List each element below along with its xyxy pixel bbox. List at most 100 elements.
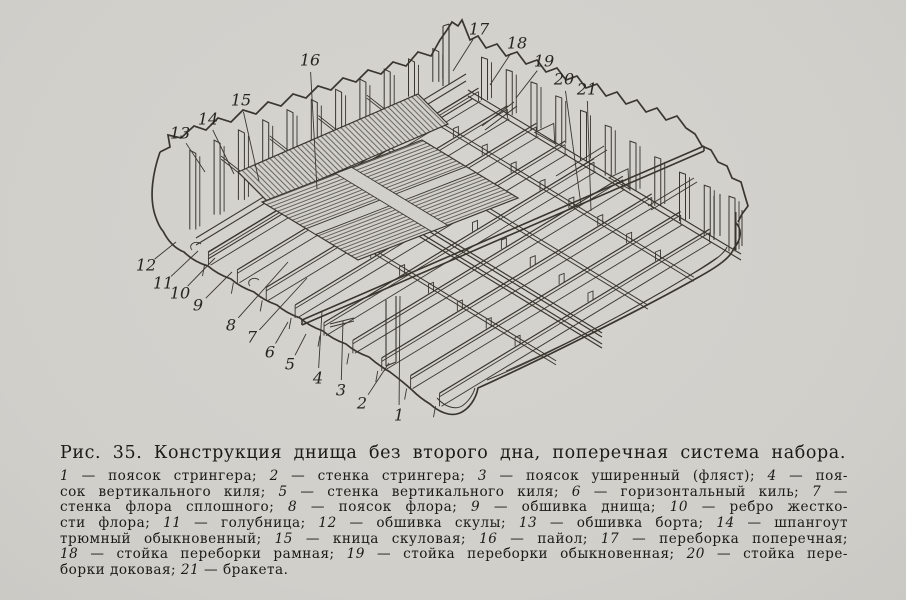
- legend-item-number: 2: [269, 469, 279, 484]
- callout-leader: [310, 71, 318, 190]
- legend-line: сок вертикального киля; 5 — стенка верти…: [60, 485, 848, 501]
- legend-item-text: — шпангоут: [734, 516, 848, 532]
- legend-item-text: —: [821, 484, 848, 500]
- callout-leader: [205, 271, 233, 299]
- payol-group: [236, 93, 520, 261]
- hull-shell-group: [151, 151, 741, 416]
- legend-item-number: 12: [318, 516, 337, 532]
- legend-item-text: — стойка переборки обыкновенная;: [364, 547, 687, 563]
- legend-item-number: 11: [163, 516, 182, 532]
- callout-number: 5: [285, 355, 295, 374]
- legend-item-number: 16: [479, 531, 498, 547]
- legend-item-text: — горизонтальный киль;: [580, 484, 812, 500]
- callout-leader: [565, 90, 582, 206]
- legend-line: 1 — поясок стрингера; 2 — стенка стринге…: [60, 469, 848, 485]
- legend-item-text: — поясок стрингера;: [69, 469, 270, 484]
- legend-item-text: — переборка поперечная;: [619, 531, 848, 547]
- flat-strip-edge: [329, 317, 355, 328]
- callout-number: 11: [153, 274, 173, 293]
- legend-item-number: 5: [278, 484, 288, 500]
- legend-item-text: — бракета.: [199, 563, 289, 579]
- legend-item-number: 19: [346, 547, 365, 563]
- shell-seam: [505, 256, 719, 372]
- diagonal-flange-beam: [301, 145, 705, 326]
- figure-legend: 1 — поясок стрингера; 2 — стенка стринге…: [60, 469, 848, 579]
- callout-number: 10: [170, 284, 190, 303]
- legend-item-number: 14: [716, 516, 735, 532]
- callout-leader: [294, 333, 307, 356]
- legend-item-number: 18: [60, 547, 79, 563]
- transverse-bulkhead-group: [442, 23, 743, 261]
- callout-leader: [340, 320, 344, 381]
- hull-shell-outline: [162, 221, 741, 416]
- legend-item-text: — кница скуловая;: [292, 531, 480, 547]
- bulkhead-diagonal-braces: [481, 101, 698, 211]
- legend-item-text: — обшивка днища;: [480, 500, 670, 516]
- legend-item-number: 9: [471, 500, 481, 516]
- callout-number: 17: [469, 20, 490, 39]
- callout-number: 7: [247, 328, 258, 347]
- legend-line: трюмный обыкновенный; 15 — кница скулова…: [60, 532, 848, 548]
- callout-leader: [154, 241, 177, 260]
- callout-leader: [212, 129, 235, 175]
- callout-leader: [489, 52, 512, 86]
- bulkhead-stiffeners-group: [481, 56, 740, 252]
- callout-number: 19: [534, 52, 554, 71]
- callout-leader: [259, 277, 308, 331]
- callout-number: 4: [312, 369, 323, 388]
- bow-inner-curve: [436, 387, 476, 409]
- legend-item-text: — поясок уширенный (фляст);: [487, 469, 768, 484]
- legend-item-number: 3: [477, 469, 488, 484]
- callout-leader: [170, 250, 199, 277]
- legend-item-number: 1: [60, 469, 70, 484]
- legend-item-number: 10: [669, 500, 689, 516]
- callout-leader: [515, 70, 538, 99]
- side-shell-outline: [151, 151, 164, 232]
- legend-item-number: 8: [287, 500, 298, 516]
- shell-inner-edge: [486, 246, 728, 381]
- callout-number: 3: [336, 381, 346, 400]
- callout-number: 8: [226, 316, 236, 335]
- callout-leader: [237, 261, 289, 319]
- legend-line: стенка флора сплошного; 8 — поясок флора…: [60, 500, 848, 516]
- callout-number: 15: [231, 91, 251, 110]
- legend-item-number: 21: [180, 563, 200, 579]
- legend-item-text: — стойка пере-: [704, 547, 848, 563]
- callout-leader: [275, 321, 289, 344]
- callout-leader: [398, 295, 401, 406]
- callout-number: 20: [553, 70, 574, 89]
- callout-number: 2: [356, 394, 367, 413]
- torn-edges-group: [159, 18, 749, 223]
- corner-posts-right: [713, 194, 743, 250]
- legend-item-number: 20: [686, 547, 705, 563]
- callout-leader: [318, 310, 323, 369]
- legend-item-text: — голубница;: [181, 516, 319, 532]
- legend-item-number: 7: [812, 484, 822, 500]
- callout-number: 18: [507, 34, 527, 53]
- legend-item-number: 4: [767, 469, 777, 484]
- callout-number: 14: [198, 110, 218, 129]
- callout-leader: [185, 142, 206, 173]
- callout-number: 21: [576, 80, 597, 99]
- legend-item-number: 15: [274, 531, 293, 547]
- legend-line: борки доковая; 21 — бракета.: [60, 563, 848, 579]
- legend-item-number: 6: [571, 484, 581, 500]
- callout-leader: [187, 257, 216, 287]
- callout-leader: [586, 100, 592, 212]
- callout-leader: [242, 111, 260, 182]
- legend-line: сти флора; 11 — голубница; 12 — обшивка …: [60, 516, 848, 532]
- legend-item-text: стенка флора сплошного;: [60, 500, 288, 516]
- bulkhead-base-shelf: [467, 89, 742, 261]
- torn-edge-left: [159, 29, 448, 153]
- callout-leader: [452, 39, 474, 72]
- legend-item-text: трюмный обыкновенный;: [60, 531, 275, 547]
- legend-item-text: — обшивка борта;: [537, 516, 717, 532]
- legend-item-text: — пайол;: [497, 531, 601, 547]
- legend-line: 18 — стойка переборки рамная; 19 — стойк…: [60, 547, 848, 563]
- legend-item-text: — обшивка скулы;: [336, 516, 519, 532]
- legend-item-text: — поя-: [776, 469, 848, 484]
- callout-number: 1: [394, 406, 404, 425]
- legend-item-text: — поясок флора;: [297, 500, 472, 516]
